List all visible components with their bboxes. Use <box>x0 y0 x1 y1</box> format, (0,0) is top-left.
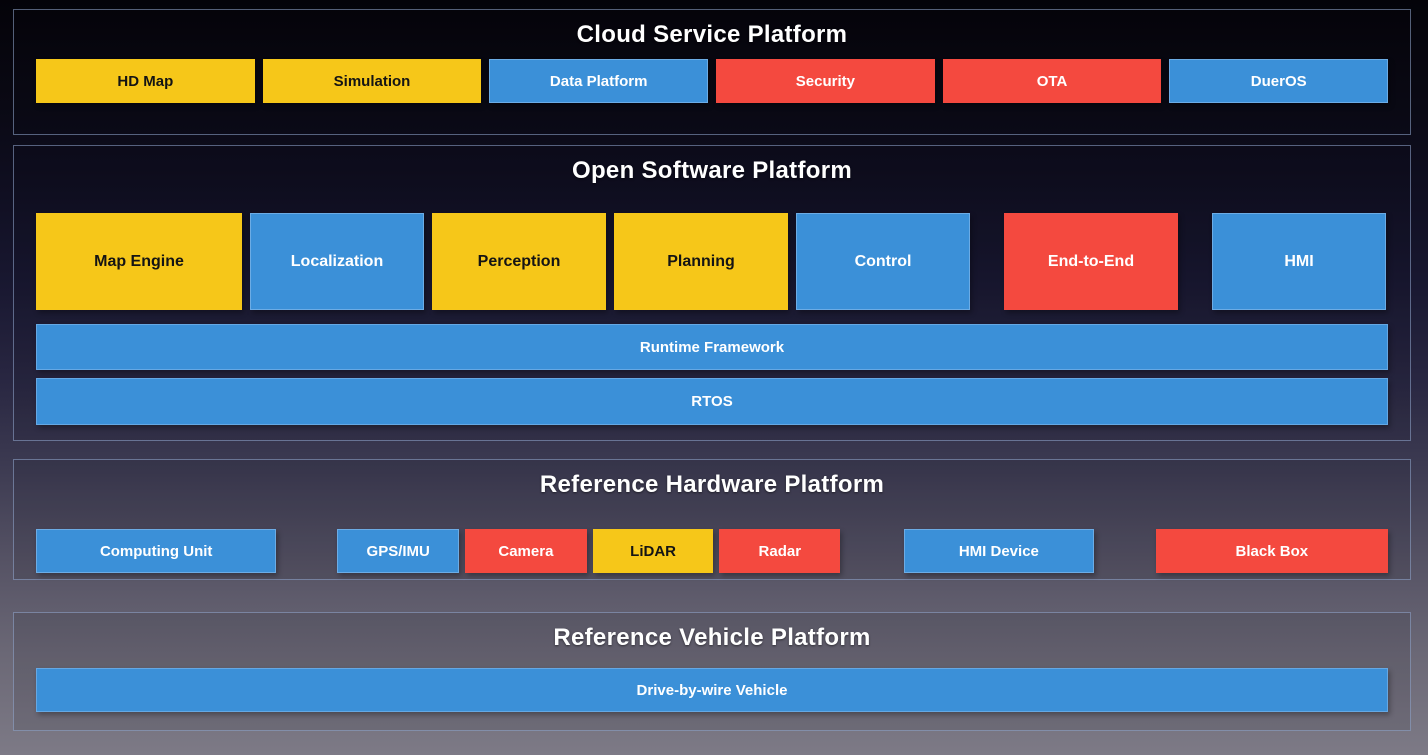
hardware-modules-row: Computing Unit GPS/IMU Camera LiDAR Rada… <box>14 529 1410 573</box>
box-control: Control <box>796 213 970 310</box>
box-hd-map: HD Map <box>36 59 255 103</box>
box-lidar: LiDAR <box>592 529 714 573</box>
bar-drive-by-wire-vehicle: Drive-by-wire Vehicle <box>36 668 1388 712</box>
box-security: Security <box>716 59 935 103</box>
box-hmi: HMI <box>1212 213 1386 310</box>
cloud-section-title: Cloud Service Platform <box>576 21 848 48</box>
box-computing-unit: Computing Unit <box>36 529 277 573</box>
box-data-platform: Data Platform <box>489 59 709 103</box>
box-perception: Perception <box>432 213 606 310</box>
section-reference-vehicle-platform: Reference Vehicle Platform Drive-by-wire… <box>13 612 1411 731</box>
box-camera: Camera <box>465 529 587 573</box>
box-hmi-device: HMI Device <box>904 529 1094 573</box>
vehicle-section-title: Reference Vehicle Platform <box>553 624 871 651</box>
section-reference-hardware-platform: Reference Hardware Platform Computing Un… <box>13 459 1411 580</box>
section-cloud-service-platform: Cloud Service Platform HD Map Simulation… <box>13 9 1411 135</box>
software-modules-row: Map Engine Localization Perception Plann… <box>14 213 1410 310</box>
bar-rtos: RTOS <box>36 378 1388 425</box>
box-end-to-end: End-to-End <box>1004 213 1178 310</box>
box-radar: Radar <box>719 529 841 573</box>
box-gps-imu: GPS/IMU <box>337 529 460 573</box>
box-simulation: Simulation <box>262 59 482 103</box>
section-open-software-platform: Open Software Platform Map Engine Locali… <box>13 145 1411 441</box>
box-map-engine: Map Engine <box>36 213 242 310</box>
box-localization: Localization <box>250 213 424 310</box>
cloud-modules-row: HD Map Simulation Data Platform Security… <box>14 59 1410 103</box>
software-section-title: Open Software Platform <box>572 157 852 184</box>
box-black-box: Black Box <box>1155 529 1389 573</box>
bar-runtime-framework: Runtime Framework <box>36 324 1388 370</box>
box-dueros: DuerOS <box>1169 59 1389 103</box>
box-ota: OTA <box>942 59 1162 103</box>
hardware-section-title: Reference Hardware Platform <box>539 471 885 498</box>
box-planning: Planning <box>614 213 788 310</box>
